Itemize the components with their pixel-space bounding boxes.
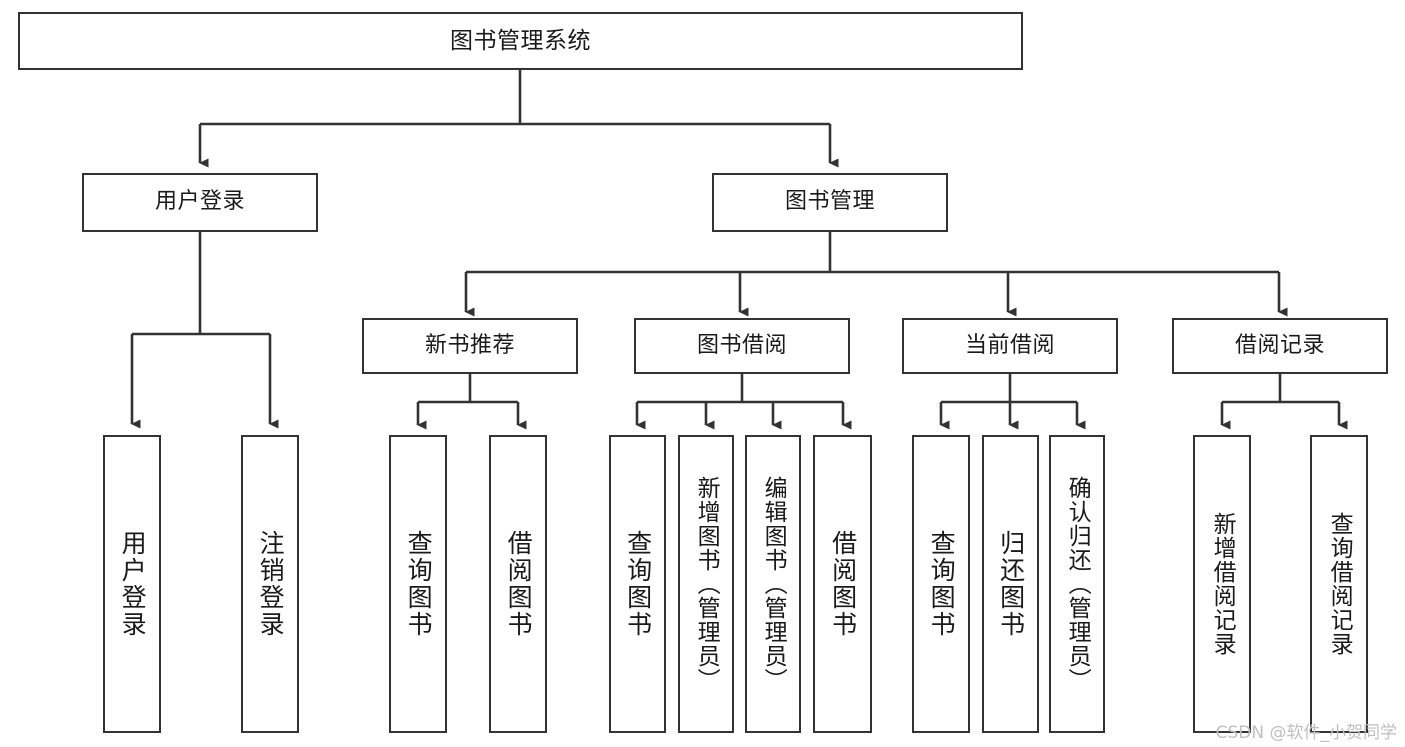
node-current-borrow-label: 当前借阅 bbox=[964, 332, 1055, 358]
node-user-login[interactable]: 用户登录 bbox=[82, 173, 318, 232]
node-leaf-query-borrow-record[interactable]: 查询借阅记录 bbox=[1310, 435, 1368, 733]
node-leaf-add-book-admin-label: 新增图书（管理员） bbox=[693, 476, 720, 692]
node-leaf-add-borrow-record[interactable]: 新增借阅记录 bbox=[1193, 435, 1251, 733]
node-user-login-label: 用户登录 bbox=[154, 189, 245, 215]
node-leaf-add-book-admin[interactable]: 新增图书（管理员） bbox=[678, 435, 734, 733]
node-leaf-return-book[interactable]: 归还图书 bbox=[982, 435, 1039, 733]
node-leaf-edit-book-admin-label: 编辑图书（管理员） bbox=[760, 476, 787, 692]
node-root[interactable]: 图书管理系统 bbox=[18, 12, 1023, 70]
node-leaf-query-book-3[interactable]: 查询图书 bbox=[912, 435, 970, 733]
node-root-label: 图书管理系统 bbox=[450, 27, 591, 54]
node-leaf-query-book-2-label: 查询图书 bbox=[623, 530, 653, 638]
node-leaf-borrow-book-2-label: 借阅图书 bbox=[828, 530, 858, 638]
node-borrow-record-label: 借阅记录 bbox=[1234, 332, 1325, 358]
node-current-borrow[interactable]: 当前借阅 bbox=[902, 318, 1118, 374]
node-borrow-record[interactable]: 借阅记录 bbox=[1172, 318, 1388, 374]
node-leaf-logout-login-label: 注销登录 bbox=[256, 530, 286, 638]
node-leaf-logout-login[interactable]: 注销登录 bbox=[241, 435, 299, 733]
node-leaf-confirm-return-admin-label: 确认归还（管理员） bbox=[1064, 476, 1091, 692]
node-book-borrow-label: 图书借阅 bbox=[696, 332, 787, 358]
node-leaf-return-book-label: 归还图书 bbox=[996, 530, 1026, 638]
node-leaf-query-book-1[interactable]: 查询图书 bbox=[389, 435, 447, 733]
node-leaf-user-login-label: 用户登录 bbox=[118, 530, 148, 638]
node-new-book-recommend-label: 新书推荐 bbox=[424, 332, 515, 358]
node-leaf-user-login[interactable]: 用户登录 bbox=[103, 435, 161, 733]
node-leaf-add-borrow-record-label: 新增借阅记录 bbox=[1209, 512, 1236, 656]
node-new-book-recommend[interactable]: 新书推荐 bbox=[362, 318, 578, 374]
node-leaf-borrow-book-1-label: 借阅图书 bbox=[504, 530, 534, 638]
node-book-borrow[interactable]: 图书借阅 bbox=[634, 318, 850, 374]
node-leaf-edit-book-admin[interactable]: 编辑图书（管理员） bbox=[745, 435, 801, 733]
node-leaf-borrow-book-2[interactable]: 借阅图书 bbox=[813, 435, 872, 733]
node-leaf-query-book-1-label: 查询图书 bbox=[404, 530, 434, 638]
node-leaf-query-book-2[interactable]: 查询图书 bbox=[609, 435, 666, 733]
node-leaf-query-book-3-label: 查询图书 bbox=[927, 530, 957, 638]
node-leaf-borrow-book-1[interactable]: 借阅图书 bbox=[489, 435, 547, 733]
node-leaf-query-borrow-record-label: 查询借阅记录 bbox=[1326, 512, 1353, 656]
node-book-management[interactable]: 图书管理 bbox=[712, 173, 948, 232]
node-leaf-confirm-return-admin[interactable]: 确认归还（管理员） bbox=[1049, 435, 1105, 733]
node-book-management-label: 图书管理 bbox=[784, 189, 875, 215]
